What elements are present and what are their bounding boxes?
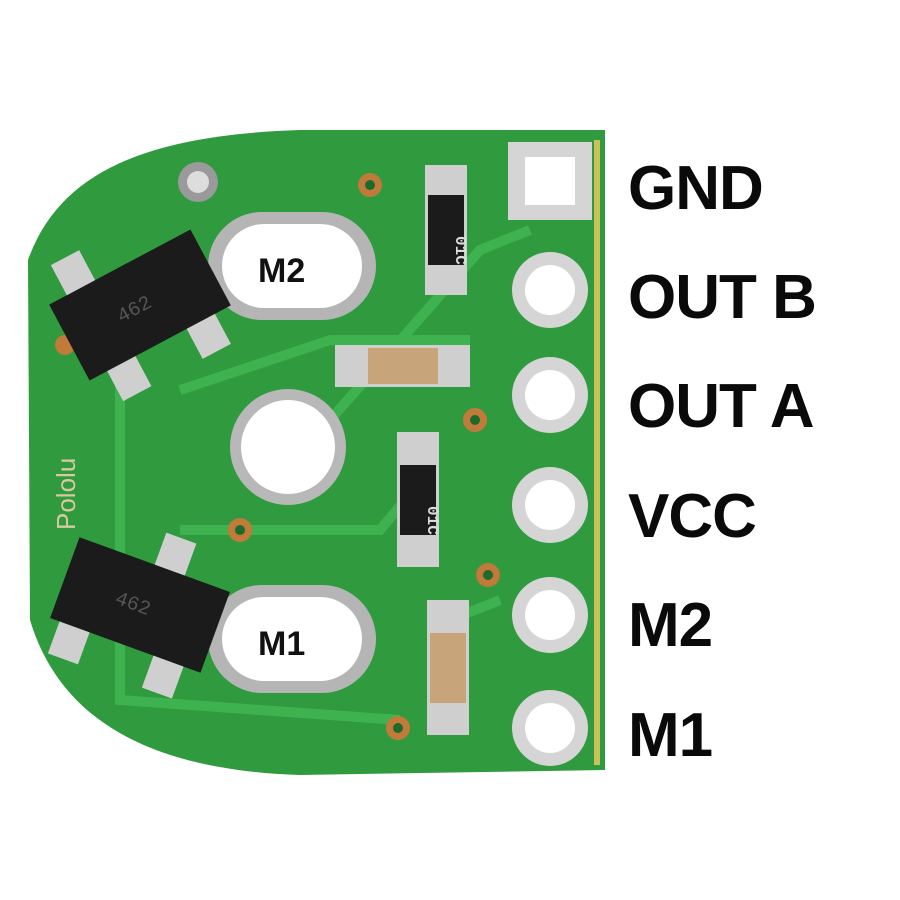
pololu-logo: Pololu (51, 458, 81, 530)
pin-label-gnd: GND (628, 154, 764, 223)
capacitor-lower (427, 600, 469, 735)
capacitor-upper (335, 345, 470, 387)
pin-label-vcc: VCC (628, 482, 757, 551)
slot-label-m2: M2 (258, 252, 305, 290)
svg-text:01C: 01C (451, 236, 469, 265)
pin-label-m2: M2 (628, 591, 713, 660)
pin-label-out-b: OUT B (628, 263, 817, 332)
hall-sensor-lower: 462 (47, 532, 230, 699)
svg-text:01C: 01C (423, 506, 441, 535)
pin-label-m1: M1 (628, 701, 713, 770)
slot-label-m1: M1 (258, 625, 305, 663)
pin-label-out-a: OUT A (628, 372, 815, 441)
hall-sensor-upper: 462 (49, 229, 231, 402)
resistor-upper: 01C (425, 165, 469, 295)
resistor-middle: 01C (397, 432, 441, 567)
